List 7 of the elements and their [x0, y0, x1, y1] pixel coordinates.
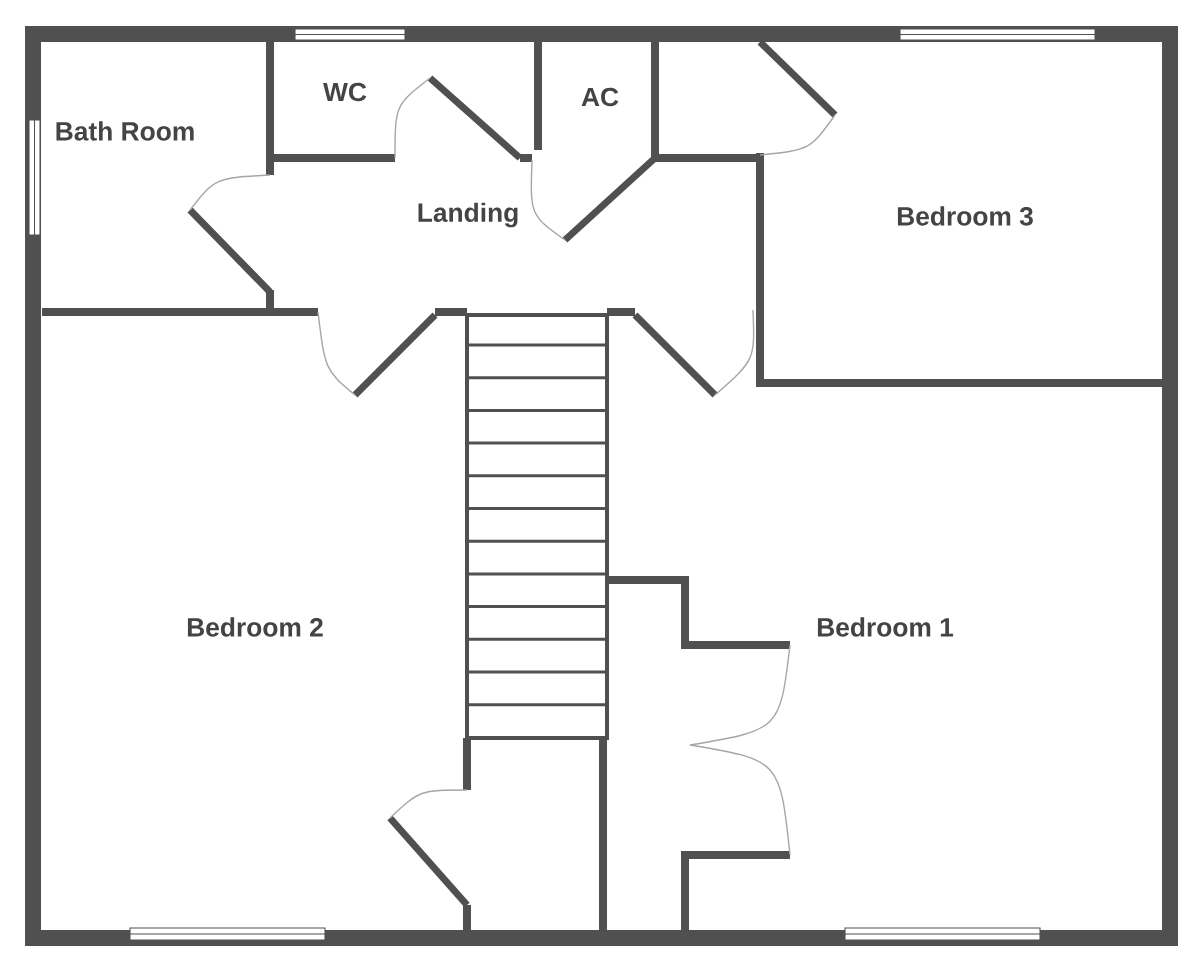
room-label: Bedroom 1 [817, 617, 954, 637]
room-label: Bedroom 2 [187, 617, 323, 637]
room-label: Bath Room [56, 121, 194, 141]
room-label: AC [581, 87, 619, 107]
room-label: WC [323, 82, 367, 102]
room-label: Landing [418, 202, 518, 228]
room-label: Bedroom 3 [897, 206, 1033, 226]
